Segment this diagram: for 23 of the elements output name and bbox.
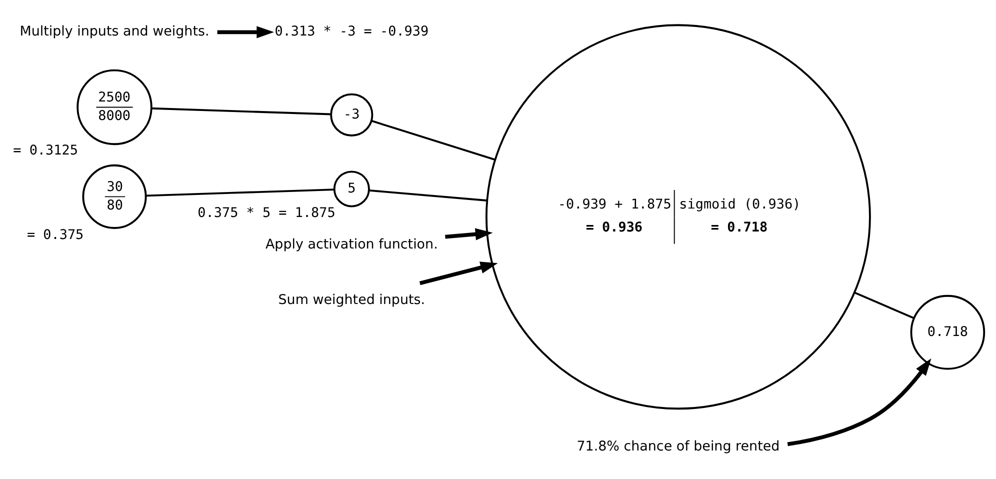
arrow xyxy=(419,262,498,286)
node-text: 71.8% chance of being rented xyxy=(576,439,780,454)
node-circle: -3 xyxy=(330,93,374,136)
connector xyxy=(854,292,914,320)
connector xyxy=(369,189,487,202)
node-text: Multiply inputs and weights. xyxy=(20,24,210,40)
node-text: Apply activation function. xyxy=(265,237,438,252)
node-text: Sum weighted inputs. xyxy=(278,293,426,308)
node-circle: 30 80 xyxy=(82,164,147,229)
connector xyxy=(371,120,496,161)
node-text: 0.313 * -3 = -0.939 xyxy=(274,24,429,40)
connector xyxy=(146,188,334,197)
arrow xyxy=(445,228,493,240)
node-label: = 0.375 xyxy=(26,228,84,243)
node-circle: 2500 8000 xyxy=(76,69,152,146)
node-circle: -0.939 + 1.875 sigmoid (0.936) = 0.936 = 0.718 xyxy=(485,24,871,410)
node-circle: 5 xyxy=(333,170,370,208)
connector xyxy=(151,107,332,116)
node-label: = 0.3125 xyxy=(13,144,78,159)
arrow xyxy=(787,358,932,446)
arrow xyxy=(217,26,274,38)
node-circle: 0.718 xyxy=(910,294,986,370)
node-label: 0.375 * 5 = 1.875 xyxy=(198,206,336,222)
